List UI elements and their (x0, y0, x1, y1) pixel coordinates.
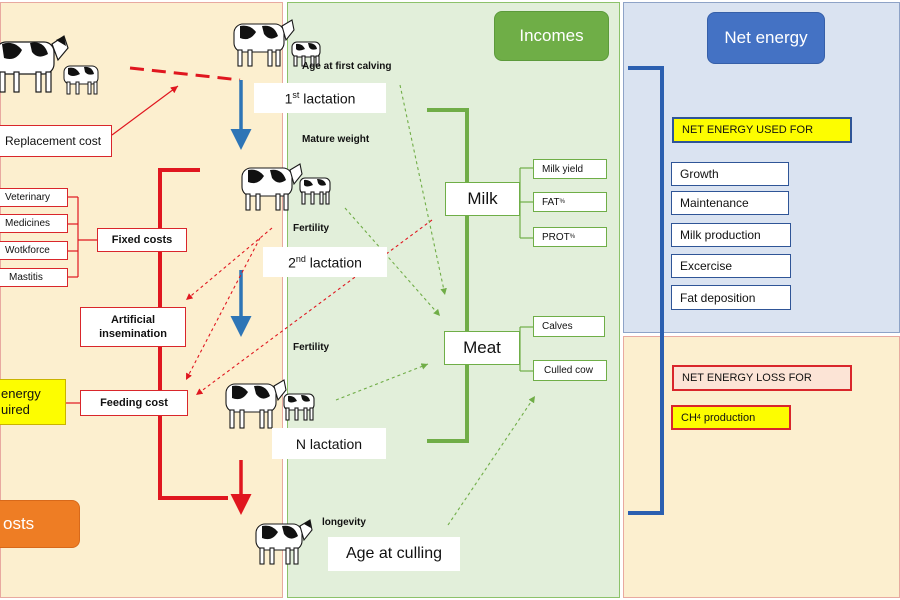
cow-n-lactation-icon (225, 379, 315, 429)
prot-box: PROT% (533, 227, 607, 247)
cow-top-icon (233, 19, 321, 67)
energy-required-box: energy uired (0, 379, 66, 425)
meat-box: Meat (444, 331, 520, 365)
mature-weight-label: Mature weight (302, 134, 370, 145)
net-energy-loss-for-box: NET ENERGY LOSS FOR (672, 365, 852, 391)
calves-box: Calves (533, 316, 605, 337)
incomes-header: Incomes (494, 11, 609, 61)
costs-header: osts (0, 500, 80, 548)
fertility-label-1: Fertility (293, 223, 330, 234)
growth-box: Growth (671, 162, 789, 186)
cow-mature-icon (241, 163, 331, 211)
culled-cow-box: Culled cow (533, 360, 607, 381)
fat-deposition-box: Fat deposition (671, 285, 791, 310)
fat-box: FAT% (533, 192, 607, 212)
medicines-box: Medicines (0, 214, 68, 233)
age-at-culling-box: Age at culling (328, 537, 460, 571)
milk-box: Milk (445, 182, 520, 216)
fat-label: FAT (542, 196, 560, 208)
feeding-cost-box: Feeding cost (80, 390, 188, 416)
maintenance-box: Maintenance (671, 191, 789, 215)
ch4-label: CH (681, 411, 697, 424)
artificial-insemination-label: Artificial insemination (99, 314, 167, 340)
age-first-calving-label: Age at first calving (302, 61, 392, 72)
fertility-label-2: Fertility (293, 342, 330, 353)
net-energy-header: Net energy (707, 12, 825, 64)
milk-yield-box: Milk yield (533, 159, 607, 179)
second-lactation-box: 2nd lactation (263, 247, 387, 277)
ch4-sub: 4 (696, 414, 701, 421)
cow-culling-icon (255, 519, 313, 565)
prot-sub: % (569, 234, 576, 240)
energy-required-line1: energy (1, 386, 41, 401)
fixed-costs-box: Fixed costs (97, 228, 187, 252)
longevity-label: longevity (322, 517, 366, 528)
cow-herd-icon (0, 35, 99, 95)
exercise-box: Excercise (671, 254, 791, 278)
ch4-post-label: production (700, 411, 756, 424)
net-energy-used-for-box: NET ENERGY USED FOR (672, 117, 852, 143)
veterinary-box: Veterinary (0, 188, 68, 207)
first-lactation-box: 1st lactation (254, 83, 386, 113)
artificial-insemination-box: Artificial insemination (80, 307, 186, 347)
n-lactation-box: N lactation (272, 428, 386, 459)
fat-sub: % (559, 199, 565, 205)
energy-required-line2: uired (1, 402, 30, 417)
prot-label: PROT (542, 231, 570, 243)
mastitis-box: Mastitis (0, 268, 68, 287)
replacement-cost-box: Replacement cost (0, 125, 112, 157)
workforce-box: Wotkforce (0, 241, 68, 260)
milk-production-box: Milk production (671, 223, 791, 247)
